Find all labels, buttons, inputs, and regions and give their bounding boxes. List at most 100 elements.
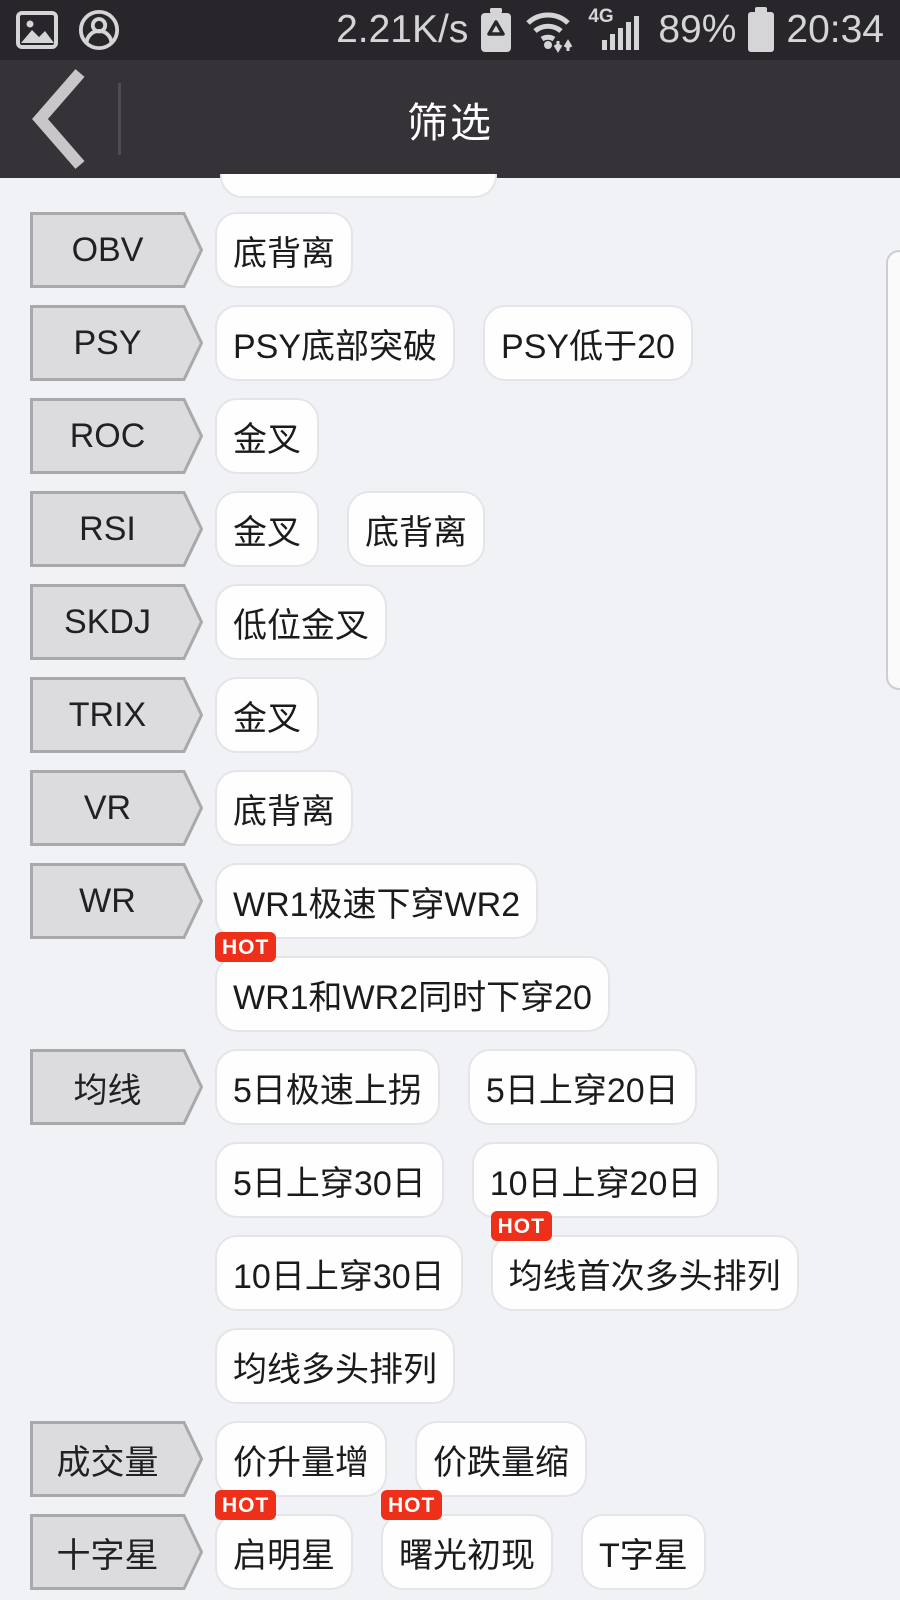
- option-chips: 底背离: [215, 212, 353, 288]
- option-chip[interactable]: 底背离: [215, 212, 353, 288]
- option-chip[interactable]: 价升量增: [215, 1421, 387, 1497]
- option-chip[interactable]: HOT 曙光初现: [381, 1490, 553, 1590]
- category-tag-label: ROC: [69, 416, 146, 455]
- option-chips: 金叉: [215, 677, 319, 753]
- option-chip-label: 金叉: [233, 420, 301, 459]
- category-tag[interactable]: WR: [30, 863, 203, 939]
- option-chip-label: T字星: [599, 1536, 688, 1575]
- clock: 20:34: [786, 8, 884, 51]
- option-chip-label: 5日上穿30日: [233, 1164, 426, 1203]
- category-tag-label: VR: [83, 788, 132, 827]
- option-chip[interactable]: 5日上穿30日: [215, 1142, 444, 1218]
- category-tag[interactable]: SKDJ: [30, 584, 203, 660]
- option-chip-label: 5日上穿20日: [485, 1071, 679, 1110]
- category-tag-shape: [30, 398, 203, 474]
- category-tag[interactable]: PSY: [30, 305, 203, 381]
- category-tag-label: RSI: [79, 509, 136, 548]
- option-chip[interactable]: 价跌量缩: [415, 1421, 587, 1497]
- category-tag-shape: [30, 1049, 203, 1125]
- scrollbar-thumb[interactable]: [886, 250, 900, 690]
- signal-4g: 4G: [588, 6, 646, 52]
- option-chip[interactable]: 5日极速上拐: [215, 1049, 440, 1125]
- option-chips: HOT 启明星 HOT 曙光初现 T字星: [215, 1490, 706, 1590]
- option-chip[interactable]: 底背离: [347, 491, 485, 567]
- option-chip[interactable]: 5日上穿20日: [467, 1049, 697, 1125]
- option-chip-label: 5日极速上拐: [233, 1071, 422, 1110]
- filter-category-row: 十字星 HOT 启明星 HOT 曙光初现 T字星: [30, 1490, 900, 1590]
- page-title: 筛选: [407, 100, 493, 146]
- option-chips: 金叉: [215, 398, 319, 474]
- option-chip[interactable]: WR1极速下穿WR2: [215, 863, 539, 939]
- back-button[interactable]: [0, 60, 118, 178]
- category-tag[interactable]: ROC: [30, 398, 203, 474]
- category-tag-label: 十字星: [56, 1536, 159, 1575]
- option-chip[interactable]: T字星: [581, 1514, 706, 1590]
- option-chip[interactable]: 低位金叉: [215, 584, 387, 660]
- option-chip-label: 曙光初现: [399, 1536, 535, 1575]
- filter-category-row: 成交量 价升量增 价跌量缩: [30, 1421, 900, 1497]
- filter-category-row: PSY PSY底部突破 PSY低于20: [30, 305, 900, 381]
- category-tag-shape: [30, 1421, 203, 1497]
- filter-list: OBV 底背离 PSY PSY底部突破 PSY低于20 ROC 金叉 RSI 金叉…: [0, 212, 900, 1590]
- option-chip-label: 价跌量缩: [433, 1443, 569, 1482]
- option-chip-label: 底背离: [365, 513, 467, 552]
- option-chip[interactable]: 底背离: [215, 770, 353, 846]
- category-tag[interactable]: TRIX: [30, 677, 203, 753]
- category-tag-label: SKDJ: [64, 602, 151, 641]
- category-tag-shape: [30, 1514, 203, 1590]
- option-chip-label: WR1和WR2同时下穿20: [233, 978, 592, 1017]
- option-chip-label: 均线多头排列: [233, 1350, 437, 1389]
- option-chip-label: PSY低于20: [501, 327, 675, 366]
- partial-chip[interactable]: [220, 174, 497, 198]
- option-chip-label: 金叉: [233, 513, 301, 552]
- category-tag-shape: [30, 491, 203, 567]
- option-chip[interactable]: 10日上穿30日: [215, 1235, 463, 1311]
- filter-content: OBV 底背离 PSY PSY底部突破 PSY低于20 ROC 金叉 RSI 金叉…: [0, 174, 900, 1600]
- hot-badge: HOT: [215, 1490, 277, 1520]
- category-tag[interactable]: 均线: [30, 1049, 203, 1125]
- option-chip[interactable]: 均线多头排列: [215, 1328, 455, 1404]
- category-tag[interactable]: 成交量: [30, 1421, 203, 1497]
- option-chip[interactable]: 10日上穿20日: [471, 1142, 720, 1218]
- category-tag-shape: [30, 584, 203, 660]
- category-tag-shape: [30, 305, 203, 381]
- option-chip[interactable]: HOT 启明星: [215, 1490, 353, 1590]
- category-tag[interactable]: RSI: [30, 491, 203, 567]
- back-chevron-icon: [32, 69, 85, 169]
- option-chip[interactable]: 金叉: [215, 398, 319, 474]
- option-chip[interactable]: 金叉: [215, 677, 319, 753]
- option-chips: 5日极速上拐 5日上穿20日 5日上穿30日 10日上穿20日 10日上穿30日 HOT 均…: [215, 1049, 860, 1404]
- option-chips: PSY底部突破 PSY低于20: [215, 305, 693, 381]
- option-chip[interactable]: PSY低于20: [483, 305, 693, 381]
- category-tag-label: 均线: [73, 1071, 142, 1110]
- filter-category-row: SKDJ 低位金叉: [30, 584, 900, 660]
- hot-badge: HOT: [490, 1211, 552, 1241]
- option-chip-label: 均线首次多头排列: [508, 1257, 781, 1296]
- option-chip[interactable]: 金叉: [215, 491, 319, 567]
- option-chip-label: 低位金叉: [233, 606, 369, 645]
- hot-badge: HOT: [381, 1490, 443, 1520]
- option-chip[interactable]: HOT 均线首次多头排列: [490, 1211, 799, 1311]
- contacts-icon: [78, 9, 120, 51]
- app-bar: 筛选: [0, 60, 900, 178]
- network-type-label: 4G: [588, 6, 614, 27]
- signal-bars-icon: [602, 16, 640, 50]
- category-tag[interactable]: OBV: [30, 212, 203, 288]
- filter-category-row: 均线 5日极速上拐 5日上穿20日 5日上穿30日 10日上穿20日 10日上穿30日 H…: [30, 1049, 900, 1404]
- category-tag[interactable]: 十字星: [30, 1514, 203, 1590]
- category-tag-label: 成交量: [56, 1443, 159, 1482]
- category-tag[interactable]: VR: [30, 770, 203, 846]
- category-tag-label: PSY: [73, 323, 142, 362]
- filter-category-row: TRIX 金叉: [30, 677, 900, 753]
- option-chip-label: 底背离: [233, 234, 335, 273]
- option-chips: 低位金叉: [215, 584, 387, 660]
- option-chip-label: 10日上穿20日: [489, 1164, 702, 1203]
- option-chip-label: 启明星: [233, 1536, 335, 1575]
- status-bar-left: [16, 9, 120, 51]
- option-chip[interactable]: PSY底部突破: [215, 305, 456, 381]
- battery-icon: [748, 7, 775, 52]
